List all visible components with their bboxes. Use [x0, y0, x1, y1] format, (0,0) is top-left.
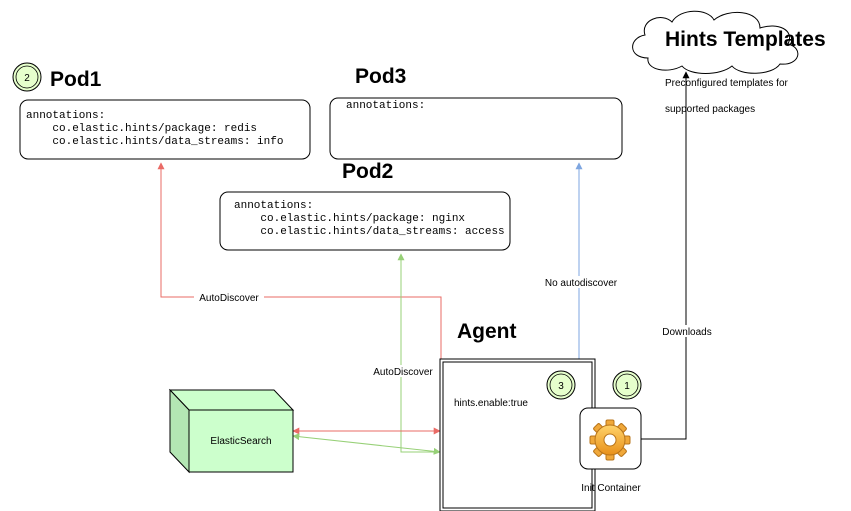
pod1-title: Pod1: [50, 68, 102, 91]
edge-label-downloads: Downloads: [662, 327, 711, 338]
elastic-top: [168, 389, 295, 411]
edge-label-bg-pod2: [368, 365, 438, 377]
edge-autodiscover-pod1: [157, 162, 442, 372]
pod1-line-2: co.elastic.hints/data_streams: info: [26, 136, 283, 148]
edge-label-bg-downloads: [658, 325, 714, 337]
pod1-line-0: annotations:: [26, 110, 105, 122]
pod2-line-1: co.elastic.hints/package: nginx: [234, 213, 465, 225]
pod2-box: [219, 191, 511, 251]
pod2-line-0: annotations:: [234, 200, 313, 212]
pod3-line-0: annotations:: [346, 100, 425, 112]
edge-label-no-autodiscover: No autodiscover: [545, 278, 618, 289]
edge-label-bg-pod1: [194, 291, 264, 303]
pod2-annotations: annotations: co.elastic.hints/package: n…: [0, 0, 524, 238]
pod1-badge: 2: [12, 62, 42, 92]
edge-label-autodiscover-pod2: AutoDiscover: [373, 367, 433, 378]
agent-config-text: hints.enable:true: [454, 398, 528, 409]
pod3-title: Pod3: [355, 65, 406, 88]
pod3-box: [329, 97, 623, 160]
edge-no-autodiscover-pod3: [517, 162, 583, 362]
edge-autodiscover-pod2: [397, 253, 441, 453]
agent-badge: 3: [546, 370, 576, 400]
hints-templates-cloud: Hints Templates: [632, 10, 826, 74]
pod1-annotations: annotations: co.elastic.hints/package: r…: [0, 0, 303, 148]
agent-title: Agent: [457, 320, 517, 343]
cloud-shape: [632, 10, 799, 74]
edge-label-bg-pod3: [538, 276, 624, 288]
pod2-title: Pod2: [342, 160, 393, 183]
pod2-line-2: co.elastic.hints/data_streams: access: [234, 226, 505, 238]
edge-downloads: [641, 71, 690, 440]
init-badge-number: 1: [624, 381, 630, 392]
hints-templates-title: Hints Templates: [665, 28, 826, 51]
agent-badge-number: 3: [558, 381, 564, 392]
hints-desc-line1: Preconfigured templates for: [665, 78, 789, 89]
hints-desc-line2: supported packages: [665, 104, 755, 115]
edge-elastic-green: [292, 433, 441, 455]
init-container-label: Init Container: [581, 483, 641, 494]
pod1-box: [19, 99, 311, 160]
elasticsearch-label: ElasticSearch: [210, 436, 271, 447]
elasticsearch-node: ElasticSearch: [168, 388, 295, 474]
pod3-annotations: annotations:: [0, 0, 445, 112]
gear-icon: [589, 419, 631, 461]
pod1-line-1: co.elastic.hints/package: redis: [26, 123, 257, 135]
init-badge: 1: [612, 370, 642, 400]
pod1-badge-number: 2: [24, 73, 30, 84]
edge-label-autodiscover-pod1: AutoDiscover: [199, 293, 259, 304]
elastic-front: [188, 409, 294, 473]
